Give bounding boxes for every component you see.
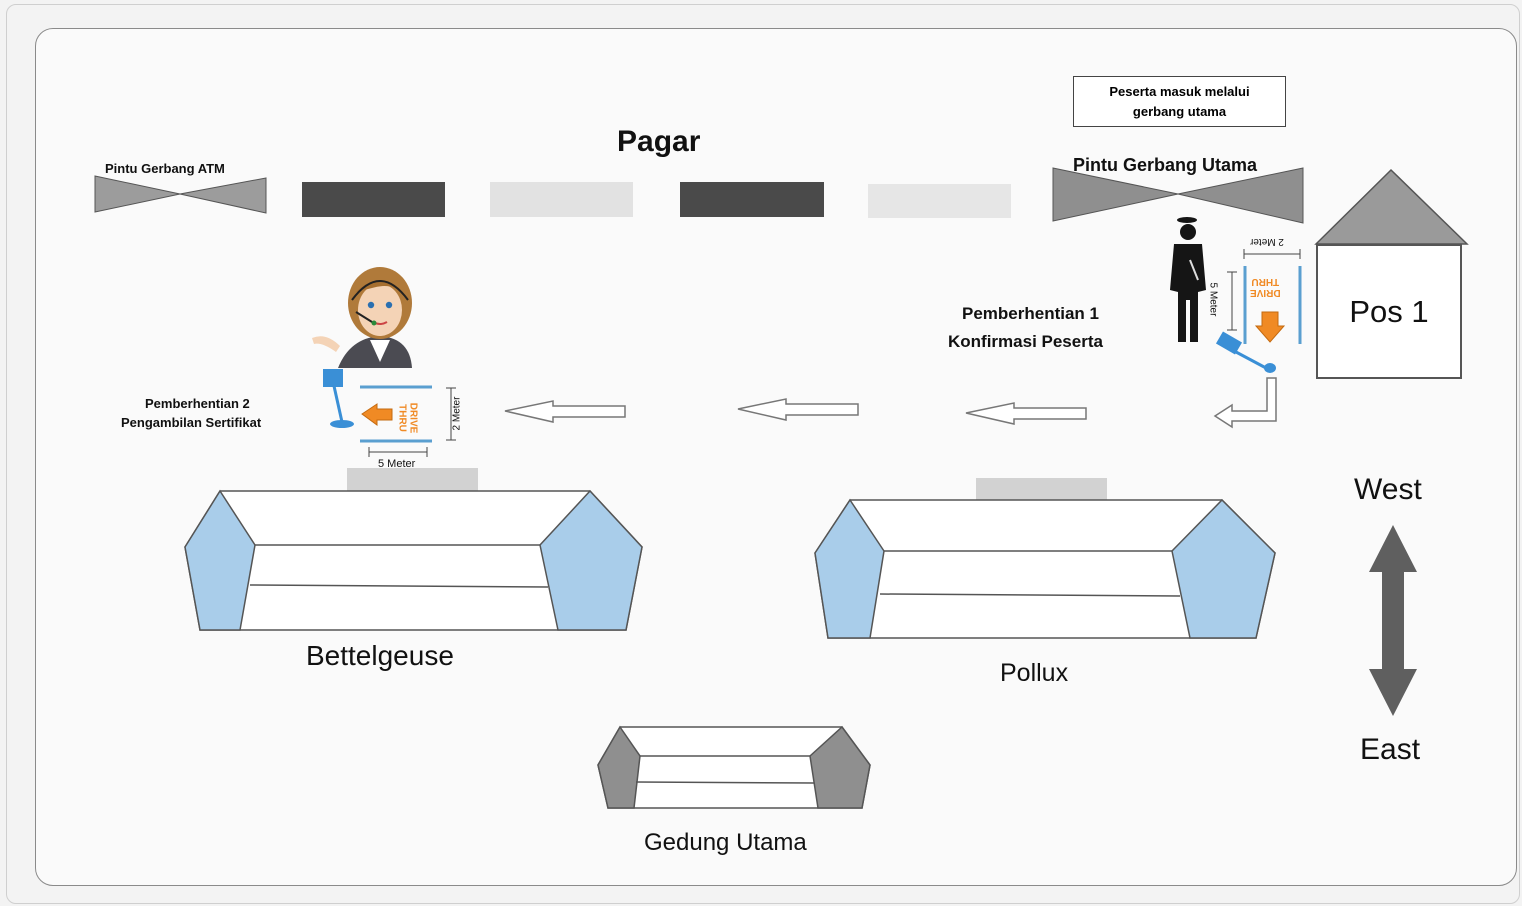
card-reader xyxy=(1215,331,1243,355)
outer-border xyxy=(6,4,1520,904)
measure-2m-stop1: 2 Meter xyxy=(1250,236,1284,247)
down-arrow xyxy=(1254,311,1286,343)
stop2-booth xyxy=(323,369,456,457)
post-1: Pos 1 xyxy=(1316,244,1462,379)
entry-note-line: gerbang utama xyxy=(1132,104,1227,119)
left-arrow xyxy=(965,402,1087,425)
card-reader xyxy=(323,369,343,387)
compass-west: West xyxy=(1354,473,1422,506)
drive-thru-line: THRU xyxy=(1251,276,1280,287)
pollux-label: Pollux xyxy=(1000,659,1069,687)
stop2-sublabel: Pengambilan Sertifikat xyxy=(121,415,262,430)
turn-arrow xyxy=(1213,377,1277,429)
road-pad xyxy=(976,478,1107,501)
atm-gate-label: Pintu Gerbang ATM xyxy=(105,161,225,176)
atm-gate-shape xyxy=(94,175,181,213)
stop2-label: Pemberhentian 2 xyxy=(145,396,250,411)
fence-segment-light xyxy=(868,184,1011,218)
left-arrow xyxy=(504,400,626,423)
entry-note: Peserta masuk melalui gerbang utama xyxy=(1073,76,1286,127)
measure-5m-stop2: 5 Meter xyxy=(378,458,416,470)
compass-east: East xyxy=(1360,733,1421,766)
stop1-sublabel: Konfirmasi Peserta xyxy=(948,332,1103,351)
entry-note-line: Peserta masuk melalui xyxy=(1109,84,1250,99)
main-gate-shape xyxy=(1052,167,1179,222)
post-roof xyxy=(1314,168,1469,245)
pollux-building xyxy=(814,498,1276,639)
fence-segment-dark xyxy=(302,182,445,217)
west-east-arrow xyxy=(1369,525,1417,716)
post-label: Pos 1 xyxy=(1349,293,1429,329)
measure-5m-stop1: 5 Meter xyxy=(1207,282,1219,317)
fence xyxy=(94,167,1304,224)
road-pad xyxy=(347,468,478,491)
left-arrow xyxy=(737,398,859,421)
fence-title: Pagar xyxy=(617,125,701,158)
gedung-utama-label: Gedung Utama xyxy=(644,829,807,856)
fence-segment-dark xyxy=(680,182,824,217)
main-gate-label: Pintu Gerbang Utama xyxy=(1073,155,1258,175)
fence-segment-light xyxy=(490,182,633,217)
drive-thru-sign: DRIVE THRU xyxy=(1250,276,1281,298)
guard-figure xyxy=(1170,217,1206,342)
receptionist-figure xyxy=(312,267,412,368)
drive-thru-line: DRIVE xyxy=(1250,287,1281,298)
measure-2m-stop2: 2 Meter xyxy=(451,396,463,431)
flow-arrows xyxy=(504,377,1277,429)
drive-thru-line: THRU xyxy=(396,404,408,432)
stop1-booth xyxy=(1215,249,1302,373)
gedung-utama-building xyxy=(597,725,871,809)
bettelgeuse-label: Bettelgeuse xyxy=(306,640,454,671)
bettelgeuse-building xyxy=(184,489,643,631)
stop1-label: Pemberhentian 1 xyxy=(962,304,1099,323)
drive-thru-line: DRIVE xyxy=(407,402,419,434)
drive-thru-sign: DRIVE THRU xyxy=(396,403,418,434)
left-arrow-orange xyxy=(361,403,393,426)
